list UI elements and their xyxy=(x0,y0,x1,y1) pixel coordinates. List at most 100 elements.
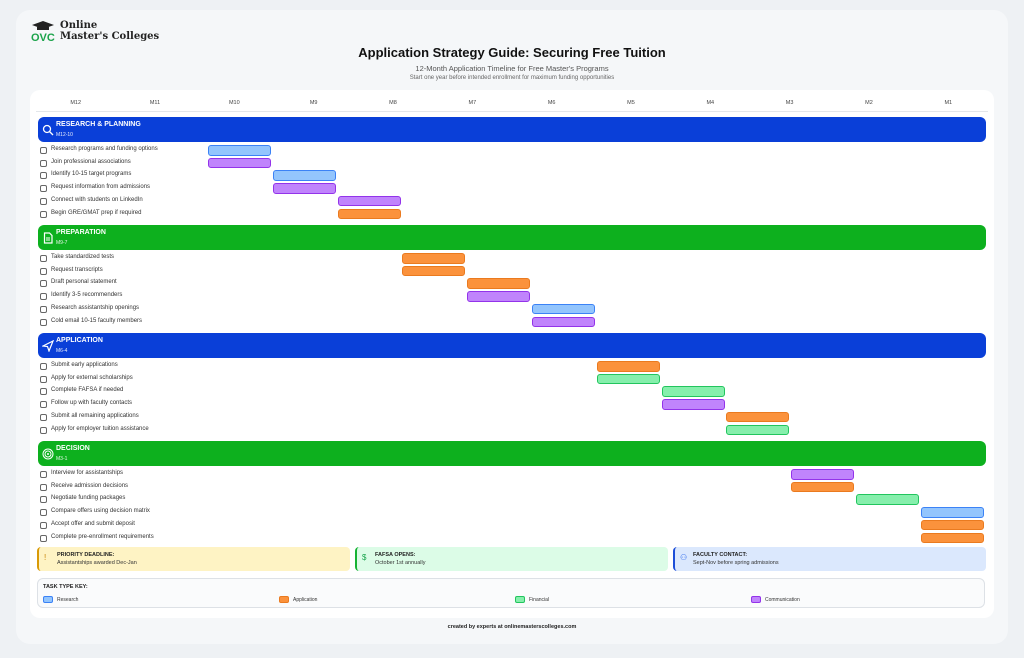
task-bar-financial[interactable] xyxy=(726,424,790,435)
note-icon: ! xyxy=(44,553,47,562)
task-checkbox[interactable] xyxy=(40,293,47,301)
task-bar-communication[interactable] xyxy=(337,195,401,207)
task-bar-application[interactable] xyxy=(402,253,466,264)
info-note: !PRIORITY DEADLINE:Assistantships awarde… xyxy=(37,547,350,571)
task-row: Interview for assistantships xyxy=(40,468,986,481)
section-range: M3-1 xyxy=(56,456,68,462)
info-note: ⚇ FACULTY CONTACT: Sept-Nov before spring … xyxy=(673,547,986,571)
page-subtitle: 12-Month Application Timeline for Free M… xyxy=(415,64,609,73)
task-row: Identify 10-15 target programs xyxy=(40,169,986,182)
task-bar-financial[interactable] xyxy=(661,386,725,397)
task-bar-application[interactable] xyxy=(726,411,790,423)
task-row: Submit early applications xyxy=(40,360,986,373)
note-title: FACULTY CONTACT: xyxy=(693,552,748,558)
task-row: Compare offers using decision matrix xyxy=(40,506,986,519)
task-checkbox[interactable] xyxy=(40,496,47,504)
month-label: M10 xyxy=(228,100,240,106)
task-bar-communication[interactable] xyxy=(532,316,595,327)
task-bar-application[interactable] xyxy=(467,278,531,289)
task-row: Research assistantship openings xyxy=(40,303,986,316)
section-name: APPLICATION xyxy=(56,337,103,344)
note-icon: ⚇ xyxy=(680,553,688,562)
svg-text:OVC: OVC xyxy=(31,32,55,42)
task-bar-research[interactable] xyxy=(532,303,595,315)
task-checkbox[interactable] xyxy=(40,267,47,275)
task-checkbox[interactable] xyxy=(40,318,47,326)
task-bar-communication[interactable] xyxy=(791,469,855,480)
task-label: Compare offers using decision matrix xyxy=(51,508,150,515)
task-bar-financial[interactable] xyxy=(856,494,919,505)
task-checkbox[interactable] xyxy=(40,185,47,193)
task-checkbox[interactable] xyxy=(40,426,47,434)
logo-line-2: Master's Colleges xyxy=(60,31,160,42)
key-item: Communication xyxy=(751,596,800,603)
month-label: M12 xyxy=(70,100,82,106)
task-checkbox[interactable] xyxy=(40,147,47,154)
task-row: Cold email 10-15 faculty members xyxy=(40,316,986,329)
task-label: Take standardized tests xyxy=(51,254,115,260)
task-checkbox[interactable] xyxy=(40,534,47,542)
task-row: Request information from admissions xyxy=(40,182,986,195)
task-checkbox[interactable] xyxy=(40,471,47,478)
key-swatch xyxy=(43,596,53,603)
task-bar-application[interactable] xyxy=(920,532,984,543)
note-title: FAFSA OPENS: xyxy=(375,552,416,558)
task-bar-application[interactable] xyxy=(337,208,401,219)
task-checkbox[interactable] xyxy=(40,521,47,529)
month-label: M1 xyxy=(944,100,953,106)
task-checkbox[interactable] xyxy=(40,401,47,409)
task-bar-financial[interactable] xyxy=(596,373,660,385)
month-label: M9 xyxy=(309,100,318,106)
task-label: Apply for employer tuition assistance xyxy=(51,425,149,432)
task-bar-research[interactable] xyxy=(920,507,984,518)
task-checkbox[interactable] xyxy=(40,483,47,491)
task-checkbox[interactable] xyxy=(40,197,47,205)
month-label: M2 xyxy=(865,100,873,106)
task-checkbox[interactable] xyxy=(40,280,47,288)
task-row: Begin GRE/GMAT prep if required xyxy=(40,208,986,221)
task-label: Research programs and funding options xyxy=(51,146,158,152)
month-label: M8 xyxy=(389,100,397,106)
task-bar-communication[interactable] xyxy=(661,399,725,410)
task-bar-application[interactable] xyxy=(402,265,466,277)
task-checkbox[interactable] xyxy=(40,363,47,370)
target-icon xyxy=(42,447,54,460)
task-bar-research[interactable] xyxy=(208,145,271,156)
section-range: M9-7 xyxy=(56,240,68,246)
task-checkbox[interactable] xyxy=(40,210,47,218)
task-bar-communication[interactable] xyxy=(272,183,336,194)
key-swatch xyxy=(515,596,525,603)
task-checkbox[interactable] xyxy=(40,413,47,421)
task-bar-application[interactable] xyxy=(791,481,855,493)
task-bar-communication[interactable] xyxy=(208,157,271,169)
note-title: PRIORITY DEADLINE: xyxy=(57,552,115,558)
task-label: Interview for assistantships xyxy=(51,470,124,476)
page-note: Start one year before intended enrollmen… xyxy=(409,75,615,81)
note-body: Sept-Nov before spring admissions xyxy=(693,560,779,566)
task-checkbox[interactable] xyxy=(40,509,47,517)
task-label: Begin GRE/GMAT prep if required xyxy=(51,209,142,216)
task-row: Complete pre-enrollment requirements xyxy=(40,532,986,545)
key-swatch xyxy=(751,596,761,603)
task-bar-application[interactable] xyxy=(920,519,984,531)
task-label: Research assistantship openings xyxy=(51,304,140,311)
task-checkbox[interactable] xyxy=(40,305,47,313)
task-bar-research[interactable] xyxy=(272,170,336,181)
task-label: Connect with students on LinkedIn xyxy=(51,196,143,203)
task-bar-application[interactable] xyxy=(596,361,660,372)
task-bar-communication[interactable] xyxy=(467,291,531,302)
task-label: Follow up with faculty contacts xyxy=(51,400,133,407)
task-checkbox[interactable] xyxy=(40,159,47,167)
task-row: Receive admission decisions xyxy=(40,481,986,494)
task-checkbox[interactable] xyxy=(40,172,47,180)
task-row: Take standardized tests xyxy=(40,252,986,265)
task-row: Apply for external scholarships xyxy=(40,373,986,386)
task-checkbox[interactable] xyxy=(40,375,47,383)
task-checkbox[interactable] xyxy=(40,388,47,396)
task-checkbox[interactable] xyxy=(40,255,47,262)
